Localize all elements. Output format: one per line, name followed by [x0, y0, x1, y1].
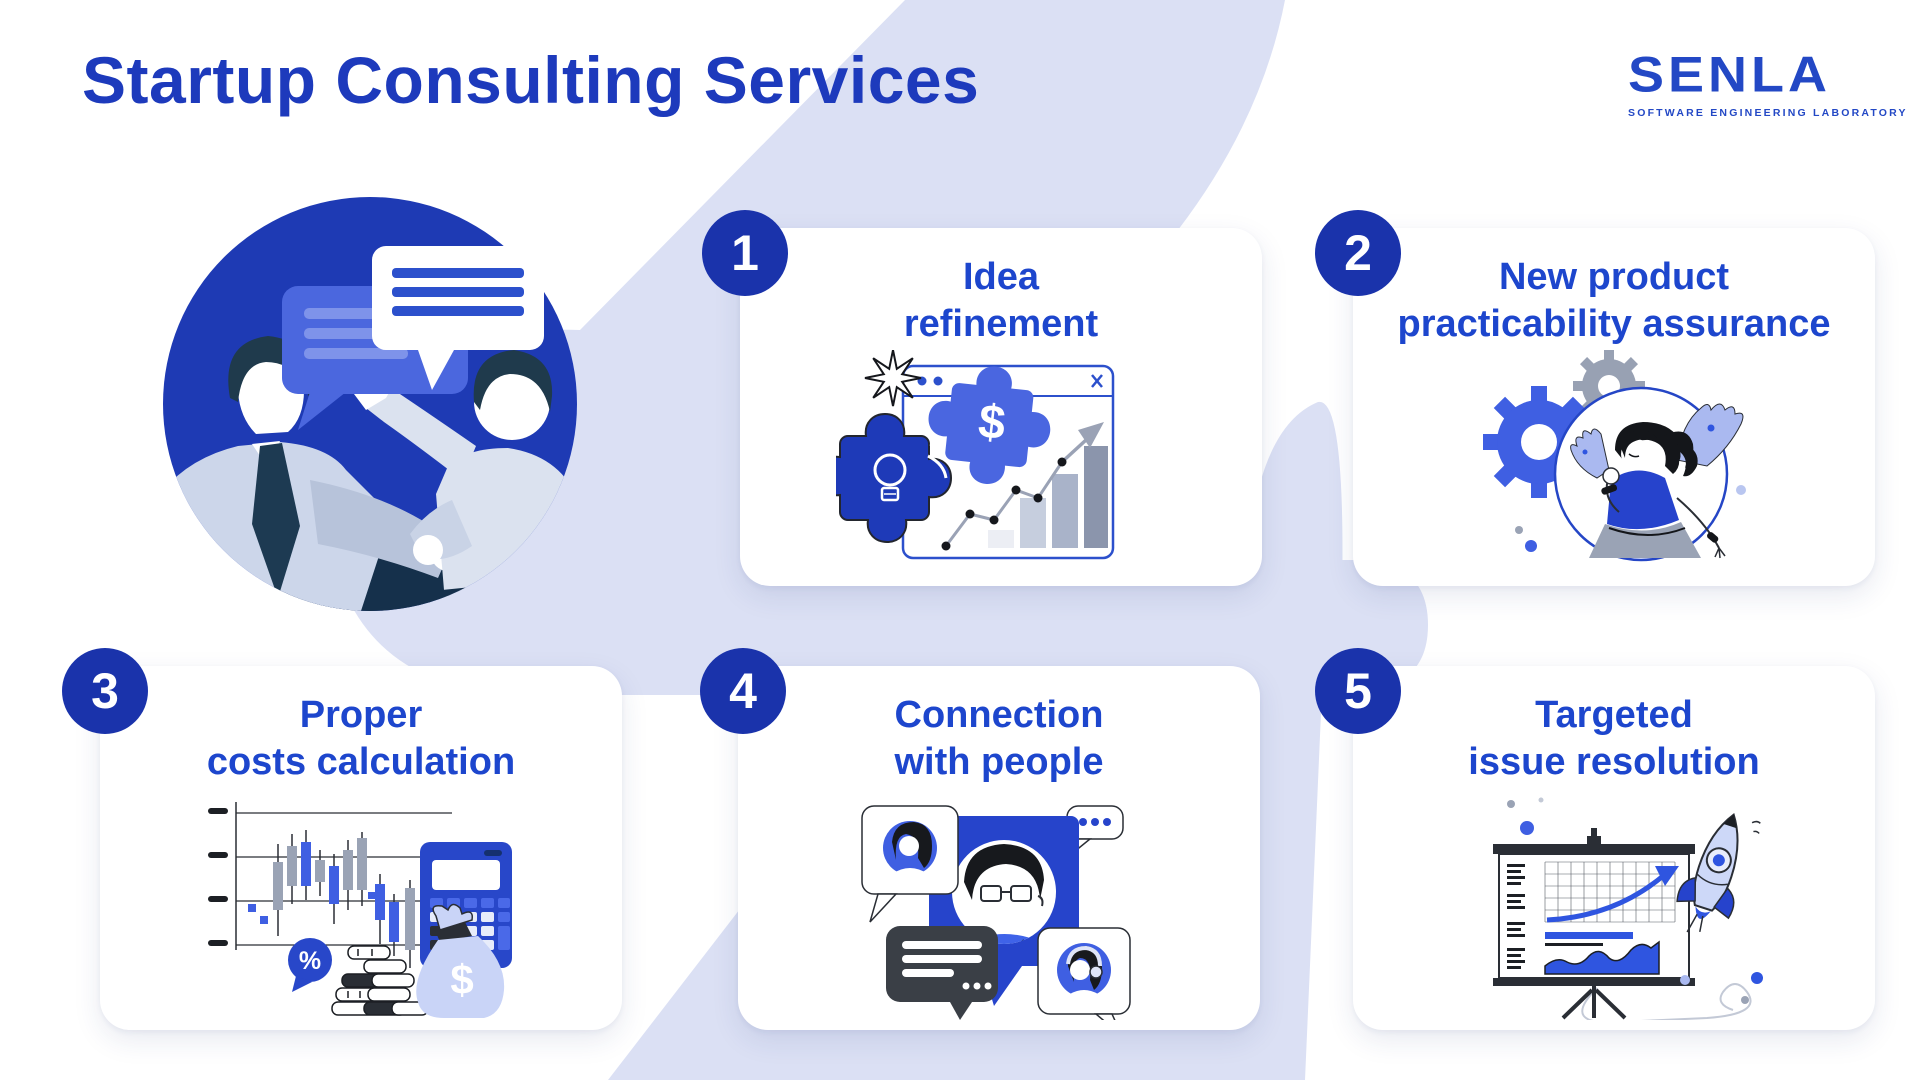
card-title: New product practicability assurance [1353, 254, 1875, 348]
card-connection-with-people: 4 Connection with people [700, 648, 1260, 1030]
flipchart-rocket-icon [1493, 797, 1763, 1021]
card-title-line: Targeted [1535, 694, 1693, 736]
card-number: 1 [731, 225, 759, 281]
card-title-line: Connection [894, 694, 1104, 736]
card-number-badge: 2 [1315, 210, 1401, 296]
woman-fist [1602, 467, 1620, 485]
card-proper-costs-calculation: 3 Proper costs calculation [62, 648, 622, 1030]
headset-avatar-bubble-icon [1037, 927, 1131, 1021]
woman-eye [1628, 453, 1640, 458]
rocket-icon [1676, 813, 1761, 933]
board-area-chart [1544, 940, 1660, 975]
woman-wristband [1601, 484, 1618, 495]
svg-text:$: $ [450, 956, 473, 1003]
percent-bubble-icon: % [288, 938, 332, 993]
candlestick-calculator-money-icon: $ % [208, 802, 512, 1019]
decor-dot [1680, 975, 1690, 986]
card-number-badge: 5 [1315, 648, 1401, 734]
card-number-badge: 4 [700, 648, 786, 734]
woman-ponytail [1663, 431, 1694, 469]
card-targeted-issue-resolution: 5 Targeted issue resolution [1315, 648, 1875, 1030]
close-icon [1091, 374, 1103, 389]
senla-logo: SENLA SOFTWARE ENGINEERING LABORATORY [1628, 50, 1908, 119]
senla-tagline: SOFTWARE ENGINEERING LABORATORY [1628, 107, 1908, 119]
dark-message-bubble-icon [886, 926, 998, 1021]
white-speech-bubble-icon [372, 246, 544, 390]
decor-dot [1741, 996, 1749, 1005]
card-title-line: Idea [962, 256, 1040, 298]
card-number: 2 [1344, 225, 1372, 281]
card-title-line: refinement [903, 303, 1099, 346]
card-number-badge: 1 [702, 210, 788, 296]
woman-figure-icon [1589, 422, 1726, 559]
card-number: 3 [91, 663, 119, 719]
card-title-line: Proper [299, 694, 423, 736]
right-man-hair [473, 350, 553, 412]
svg-text:$: $ [976, 395, 1008, 450]
woman-avatar-bubble-icon [861, 805, 959, 923]
card-title-line: issue resolution [1468, 741, 1760, 784]
card-number: 4 [729, 663, 757, 719]
card-idea-refinement: 1 Idea refinement [702, 210, 1262, 586]
woman-right-arm [1676, 497, 1720, 549]
woman-skirt-fold [1608, 527, 1686, 537]
senla-wordmark-icon: SENLA [1628, 47, 1832, 103]
bar-chart-icon [988, 446, 1108, 549]
card-title: Targeted issue resolution [1353, 692, 1875, 786]
money-bag-icon: $ [416, 903, 505, 1019]
woman-left-arm [1605, 475, 1620, 513]
card-title: Connection with people [738, 692, 1260, 786]
board-bar-line [1545, 943, 1603, 947]
woman-top [1607, 470, 1679, 530]
right-man-raised-arm [366, 382, 476, 480]
swoosh-gap-tongue [1245, 401, 1343, 600]
card-number: 5 [1344, 663, 1372, 719]
puzzle-growth-chart-icon: $ [836, 350, 1115, 560]
flipchart-icon [1493, 828, 1695, 1020]
candlestick-chart-icon [208, 802, 452, 969]
tripod [1561, 986, 1627, 1020]
card-title-line: costs calculation [206, 741, 516, 784]
page-title: Startup Consulting Services [82, 43, 980, 117]
right-man-face [474, 364, 550, 440]
card-number-badge: 3 [62, 648, 148, 734]
decor-dot [1515, 526, 1523, 535]
woman-hair-front [1621, 430, 1659, 459]
growth-line-icon [941, 422, 1104, 551]
burst-star-icon [864, 350, 922, 407]
card-title: Idea refinement [740, 254, 1262, 348]
left-man-tie [252, 443, 300, 598]
chat-avatars-icon [861, 805, 1131, 1021]
lightbulb-icon [873, 442, 948, 502]
idea-puzzle-icon [836, 413, 953, 544]
board-text-lines [1507, 864, 1525, 970]
gears-winged-woman-icon [1483, 350, 1746, 562]
growth-arrow [1546, 874, 1665, 923]
growth-arrow-head [1655, 866, 1679, 887]
decor-dot [1736, 485, 1746, 496]
card-title: Proper costs calculation [100, 692, 622, 786]
board-bar [1545, 932, 1633, 940]
handshake-illustration-icon [163, 197, 577, 611]
dollar-puzzle-icon: $ [928, 366, 1051, 485]
card-new-product-practicability: 2 New product practicability assurance [1315, 210, 1875, 586]
card-title-line: New product [1498, 256, 1730, 298]
coins-stack-icon [331, 945, 429, 1016]
decor-dot [1525, 540, 1537, 553]
card-title-line: with people [894, 741, 1104, 784]
right-man-hand [413, 535, 443, 565]
woman-hand [1714, 547, 1726, 559]
decor-dot [1520, 821, 1534, 836]
swirl-line [1581, 983, 1752, 1021]
left-wing-icon [1570, 428, 1610, 479]
woman-wristband-2 [1707, 532, 1719, 543]
decor-dot [1538, 797, 1544, 803]
card-title-line: practicability assurance [1397, 303, 1831, 346]
decor-dot [1751, 972, 1763, 985]
svg-text:%: % [299, 947, 321, 975]
decor-dot [1507, 800, 1515, 809]
woman-face [1621, 439, 1651, 470]
